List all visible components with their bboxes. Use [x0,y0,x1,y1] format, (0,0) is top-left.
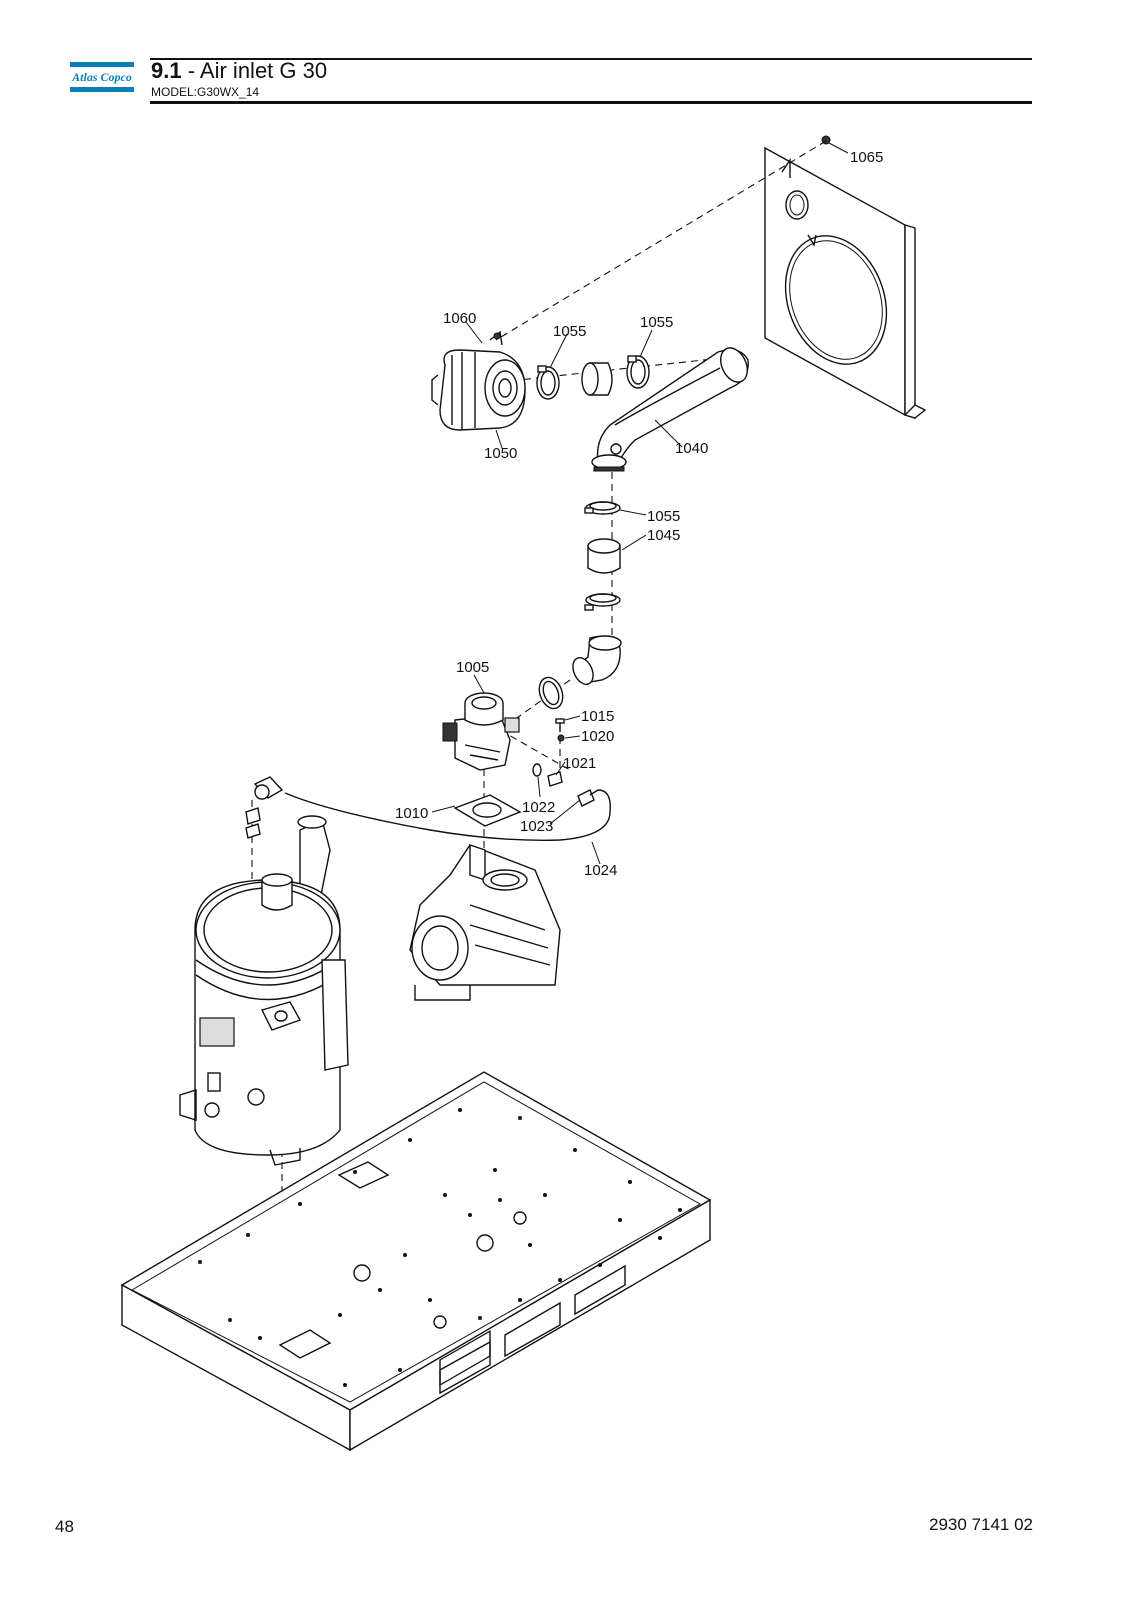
clamp-1055-b [626,355,650,389]
callout-1015: 1015 [581,708,614,725]
elbow-hose [572,635,622,685]
intake-pipe-1040 [591,347,749,472]
separator-vessel [179,815,349,1166]
clamp-lower [584,593,621,611]
air-filter-1050 [431,330,526,431]
gasket-1010 [453,794,522,827]
callout-1045: 1045 [647,527,680,544]
clamp-1055-c [584,501,621,515]
sleeve-1045 [587,538,621,574]
hose-end-fitting [253,776,284,800]
page-title: 9.1 - Air inlet G 30 [151,59,327,83]
callout-1050: 1050 [484,445,517,462]
fitting-1021 [547,771,563,787]
clamp-1055-a [536,365,560,400]
section-title: - Air inlet G 30 [181,58,328,83]
clamp-elbow [538,676,564,710]
leader-lines [431,142,849,865]
page-number: 48 [55,1517,74,1536]
model-label: MODEL:G30WX_14 [151,85,260,99]
section-number: 9.1 [151,58,182,83]
document-number: 2930 7141 02 [929,1515,1033,1534]
callout-1060: 1060 [443,310,476,327]
hose-1024 [284,789,611,841]
nut-fitting [245,807,261,839]
callout-1024: 1024 [584,862,617,879]
header-rule-bottom [150,101,1032,104]
callout-1005: 1005 [456,659,489,676]
callout-1055: 1055 [647,508,680,525]
enclosure-panel [764,146,927,419]
callout-1021: 1021 [563,755,596,772]
callout-1020: 1020 [581,728,614,745]
hose-sleeve [581,362,613,396]
bolt-1015 [555,718,565,732]
base-frame [120,1071,712,1452]
callout-1055: 1055 [553,323,586,340]
callout-1040: 1040 [675,440,708,457]
fitting-1023 [577,789,595,807]
callout-1023: 1023 [520,818,553,835]
svg-text:Atlas Copco: Atlas Copco [71,70,132,84]
washer-1020 [557,734,565,742]
compressor-element [409,844,561,1001]
unloader-valve-1005 [442,692,520,771]
callout-1065: 1065 [850,149,883,166]
atlas-copco-logo: Atlas Copco [70,62,134,92]
fitting-1022 [532,763,542,777]
callout-1010: 1010 [395,805,428,822]
callout-1055: 1055 [640,314,673,331]
header-rule-top [150,58,1032,60]
callout-1022: 1022 [522,799,555,816]
